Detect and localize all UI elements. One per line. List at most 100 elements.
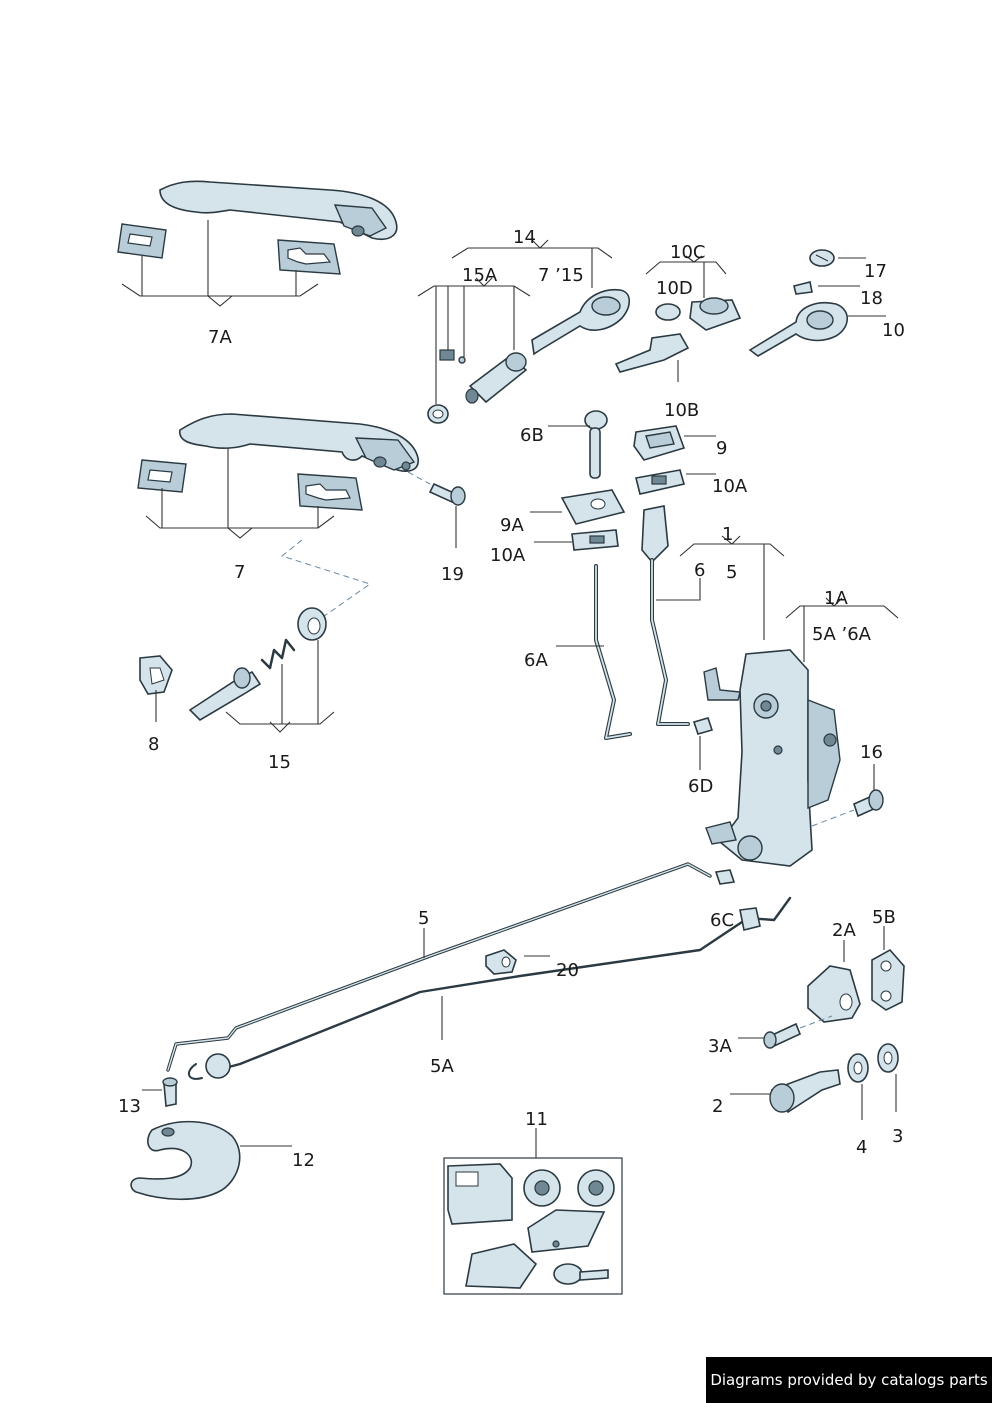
screw-19[interactable] — [428, 482, 466, 506]
label-3: 3 — [892, 1126, 903, 1147]
label-5-top: 5 — [726, 562, 737, 583]
clip-6d[interactable] — [692, 717, 714, 735]
screw-3a[interactable] — [763, 1022, 802, 1049]
label-7a: 7A — [208, 327, 232, 348]
label-10b: 10B — [664, 400, 699, 421]
pin-18[interactable] — [793, 281, 813, 295]
rod-6-with-knob[interactable] — [641, 505, 690, 726]
label-10a-left: 10A — [490, 545, 526, 566]
label-15a: 15A — [462, 265, 498, 286]
gasket-7-right[interactable] — [297, 473, 363, 511]
washer-4[interactable] — [847, 1053, 869, 1083]
bracket-7 — [145, 448, 335, 539]
guide-line-16 — [811, 809, 855, 827]
lock-insert-10c[interactable] — [689, 297, 742, 331]
label-5a: 5A — [430, 1056, 454, 1077]
label-13: 13 — [118, 1096, 141, 1117]
door-handle-7a[interactable] — [159, 180, 398, 240]
key-7-15[interactable] — [531, 288, 631, 356]
label-10: 10 — [882, 320, 905, 341]
label-10d: 10D — [656, 278, 693, 299]
striker-plate-2a[interactable] — [807, 965, 861, 1023]
label-5b: 5B — [872, 907, 896, 928]
label-2: 2 — [712, 1096, 723, 1117]
label-17: 17 — [864, 261, 887, 282]
label-16: 16 — [860, 742, 883, 763]
label-6b: 6B — [520, 425, 544, 446]
bracket-1 — [679, 535, 785, 640]
bracket-7a — [121, 220, 319, 307]
label-6d: 6D — [688, 776, 713, 797]
grommet-6c[interactable] — [739, 907, 761, 931]
label-18: 18 — [860, 288, 883, 309]
escutcheon-10a-right[interactable] — [635, 469, 686, 495]
screw-16[interactable] — [853, 789, 884, 818]
gasket-7-left[interactable] — [137, 459, 187, 493]
gasket-7a-right[interactable] — [277, 239, 341, 275]
escutcheon-10a-left[interactable] — [571, 529, 619, 551]
bracket-10c — [645, 255, 727, 298]
label-7-15: 7 ’15 — [538, 265, 584, 286]
clip-cable-5[interactable] — [714, 869, 736, 885]
bracket-15a — [417, 277, 531, 404]
label-5a-6a: 5A ’6A — [812, 624, 872, 645]
rod-6a[interactable] — [594, 564, 632, 740]
label-15: 15 — [268, 752, 291, 773]
label-20: 20 — [556, 960, 579, 981]
label-14: 14 — [513, 227, 536, 248]
bracket-14 — [451, 239, 613, 288]
leader-6 — [656, 578, 701, 601]
label-7: 7 — [234, 562, 245, 583]
lock-cylinder-15[interactable] — [188, 667, 262, 722]
shim-5b[interactable] — [871, 948, 905, 1011]
label-9a: 9A — [500, 515, 524, 536]
bushing-15[interactable] — [297, 607, 327, 641]
bracket-1a — [785, 597, 899, 662]
label-2a: 2A — [832, 920, 856, 941]
label-19: 19 — [441, 564, 464, 585]
label-12: 12 — [292, 1150, 315, 1171]
cap-10d[interactable] — [655, 303, 681, 321]
label-5-mid: 5 — [418, 908, 429, 929]
kit-11[interactable] — [443, 1157, 623, 1295]
label-6c: 6C — [710, 910, 734, 931]
label-1a: 1A — [824, 588, 848, 609]
cable-5[interactable] — [166, 862, 712, 1072]
trim-9[interactable] — [633, 425, 686, 461]
bracket-15 — [225, 640, 335, 733]
spring-clip-small[interactable] — [439, 349, 466, 364]
guide-line-3a — [799, 1015, 833, 1029]
label-9: 9 — [716, 438, 727, 459]
lock-cylinder-15a[interactable] — [465, 352, 528, 404]
clip-20[interactable] — [485, 949, 517, 975]
guide-line-19 — [407, 471, 431, 485]
clip-8[interactable] — [139, 655, 173, 695]
label-4: 4 — [856, 1137, 867, 1158]
label-3a: 3A — [708, 1036, 732, 1057]
gasket-7a-left[interactable] — [117, 223, 167, 259]
lock-knob-6b[interactable] — [584, 410, 608, 479]
label-8: 8 — [148, 734, 159, 755]
guide-line-handle — [280, 539, 372, 627]
label-1: 1 — [722, 524, 733, 545]
label-10a-right: 10A — [712, 476, 748, 497]
cable-5a[interactable] — [187, 896, 792, 1080]
label-6a: 6A — [524, 650, 548, 671]
label-6: 6 — [694, 560, 705, 581]
inner-handle-12[interactable] — [130, 1120, 241, 1201]
cap-17[interactable] — [809, 249, 835, 267]
trim-plate-9a[interactable] — [560, 489, 626, 525]
seal-ring-hole — [432, 409, 444, 419]
door-handle-7[interactable] — [179, 413, 419, 472]
label-10c: 10C — [670, 242, 705, 263]
striker-bolt-2[interactable] — [769, 1069, 841, 1114]
washer-3[interactable] — [877, 1043, 899, 1073]
label-11: 11 — [525, 1109, 548, 1130]
spring-15[interactable] — [260, 638, 296, 670]
key-10[interactable] — [748, 302, 849, 357]
key-blank-10b[interactable] — [614, 333, 690, 373]
footer-credit: Diagrams provided by catalogs parts — [706, 1357, 992, 1403]
fastener-13[interactable] — [162, 1077, 178, 1107]
door-lock-1[interactable] — [703, 649, 841, 867]
